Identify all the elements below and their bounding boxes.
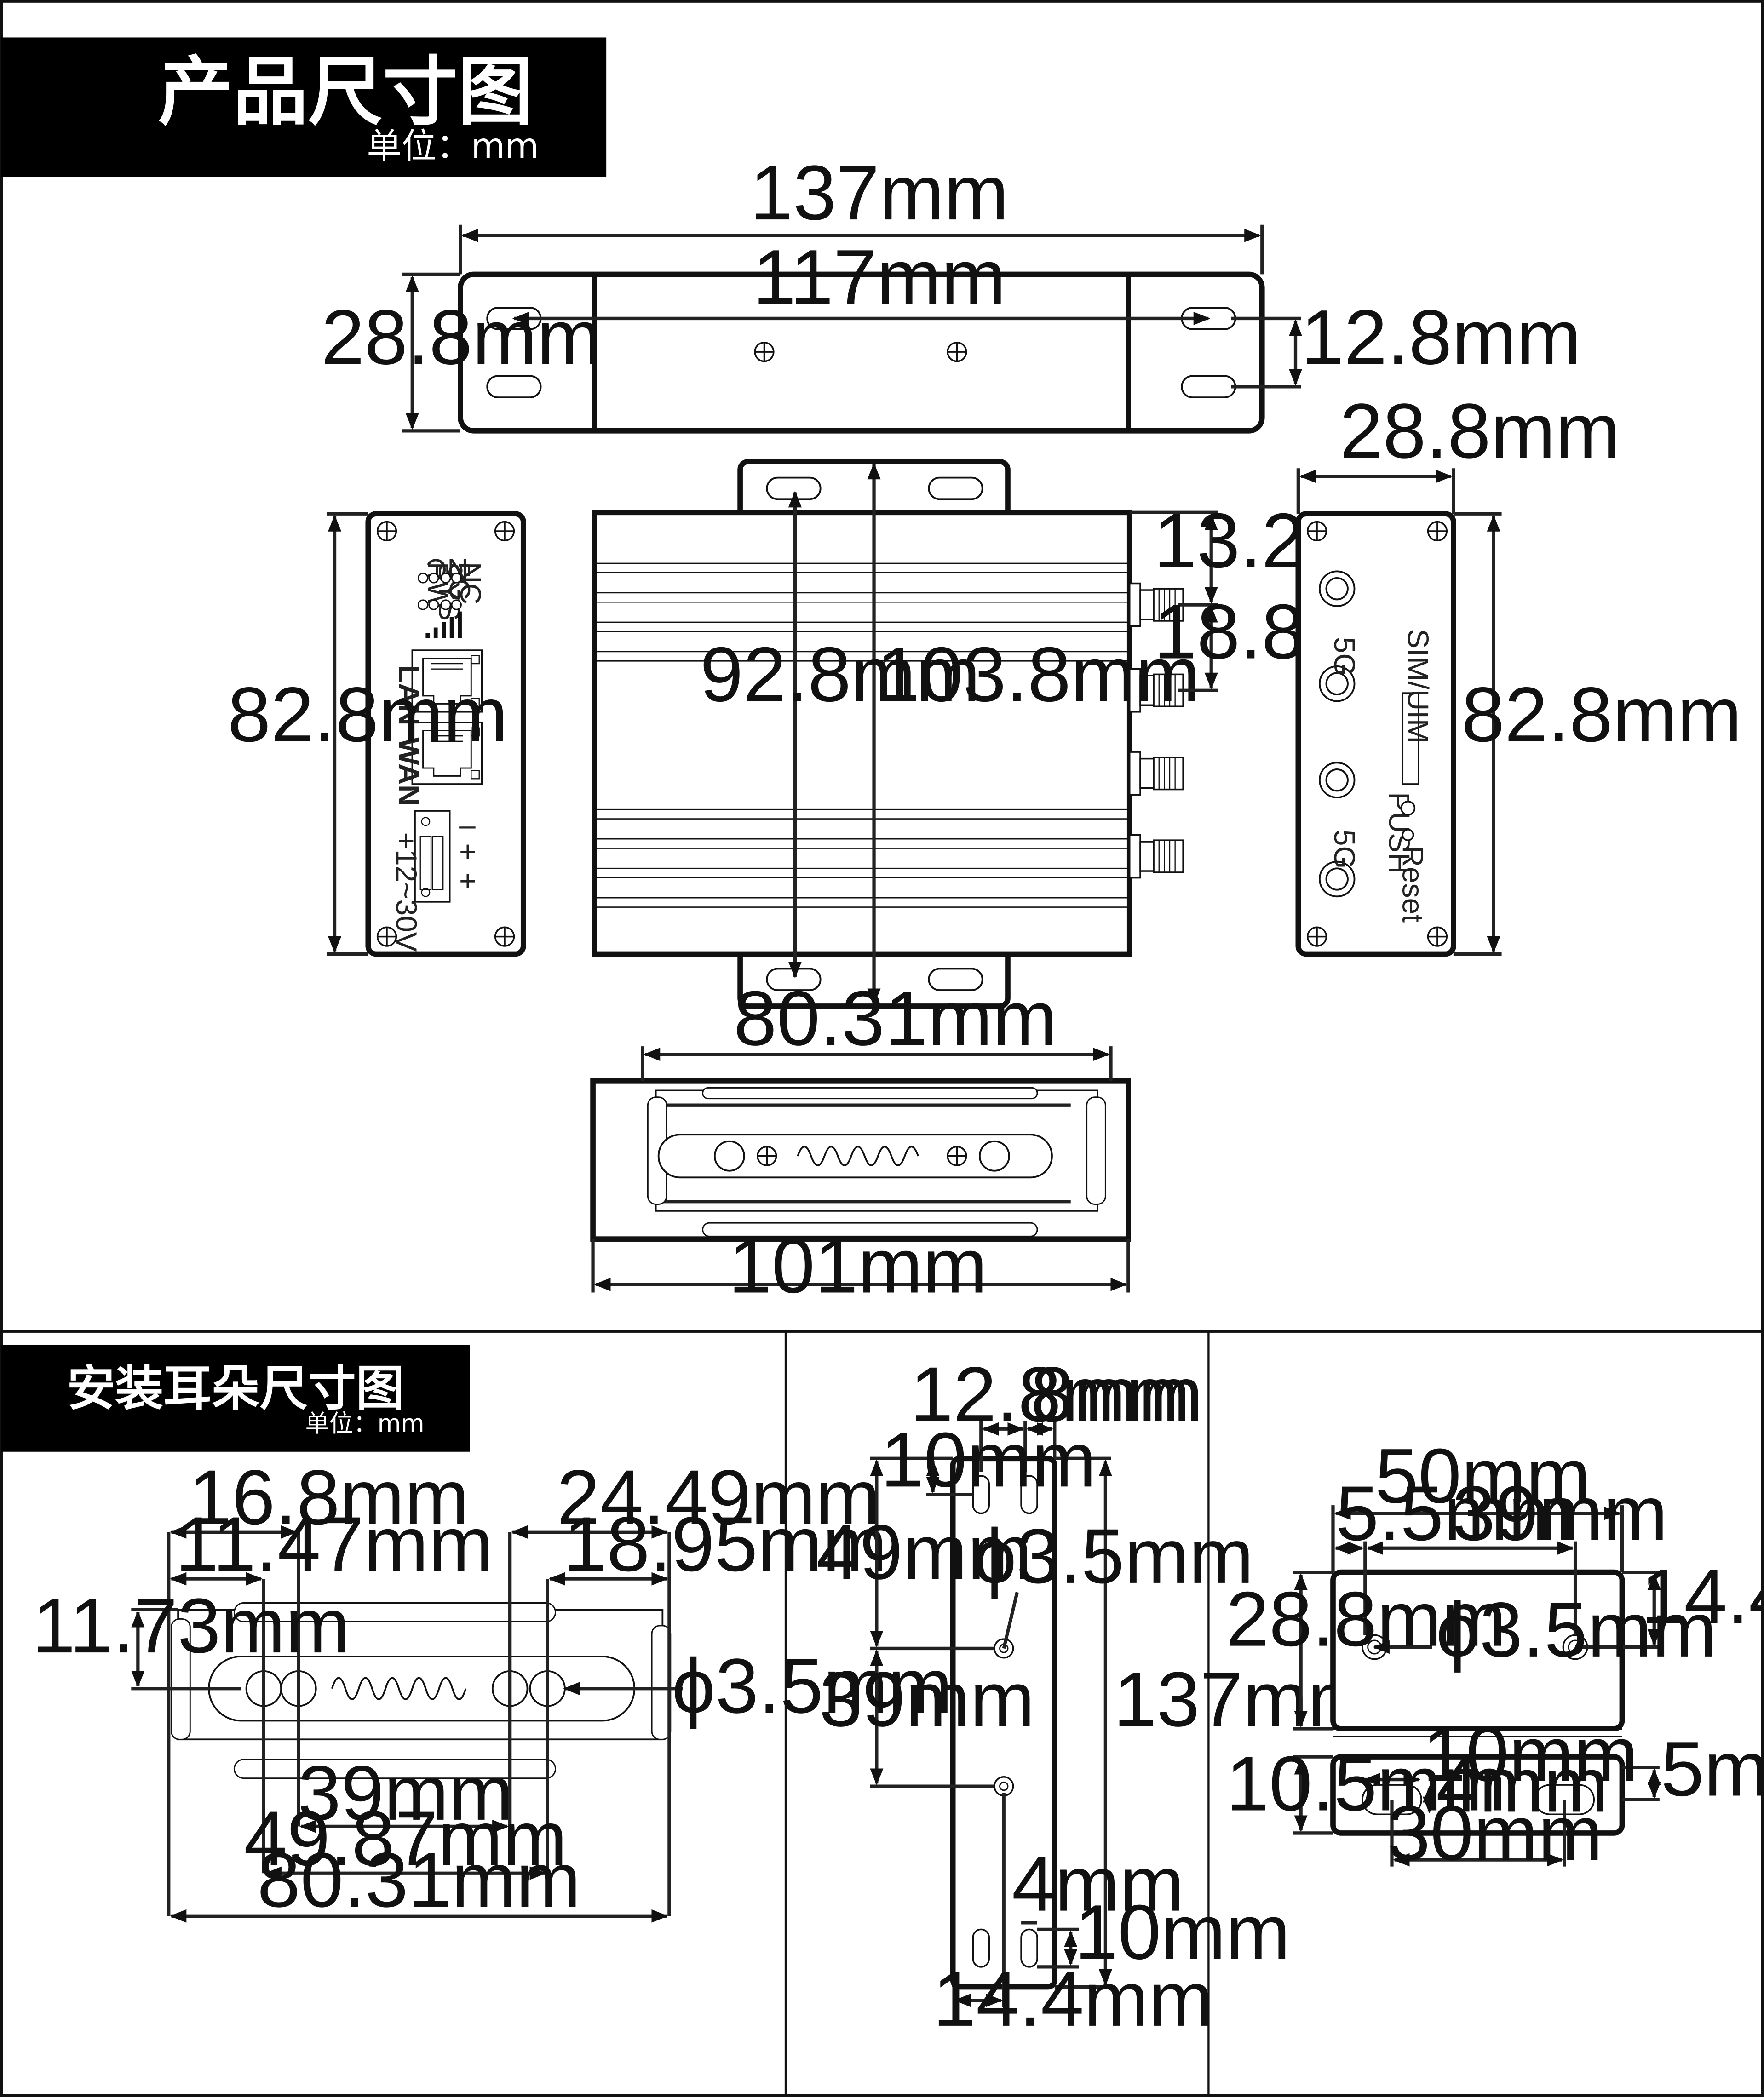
ant-label-5g: 5G — [1328, 637, 1361, 676]
ear-plate-view: 12.8mm 8mm 10mm 49mm ϕ3.5mm 39mm 137mm 4… — [816, 1351, 1373, 2042]
dim-hole-span: 117mm — [753, 233, 1006, 320]
dim-slot-pitch: 12.8mm — [1301, 293, 1581, 380]
dim-bracket-d6: 14.4mm — [1641, 1553, 1764, 1639]
dim-plate-d4: 49mm — [816, 1508, 1032, 1595]
spring-icon — [331, 1677, 467, 1700]
dim-plate-d2: 8mm — [1030, 1351, 1203, 1438]
sim-label: SIM/UIM — [1402, 629, 1435, 743]
section1-unit: 单位：mm — [367, 126, 539, 166]
reset-button-icon — [1402, 829, 1414, 841]
dim-inner-height: 92.8mm — [700, 631, 981, 718]
dim-rail-d9: 80.31mm — [257, 1836, 580, 1923]
back-panel: 5G 5G SIM/UIM PUSH Reset 28.8mm 82.8mm — [1295, 387, 1742, 957]
dim-width: 137mm — [750, 149, 1009, 236]
dim-rail-d2: 11.47mm — [175, 1501, 493, 1588]
dim-back-height: 82.8mm — [1461, 671, 1742, 758]
dim-total-width: 101mm — [729, 1222, 988, 1309]
screw-icon — [947, 342, 967, 362]
dim-plate-d5: ϕ3.5mm — [973, 1513, 1253, 1599]
dim-bracket-d5: ϕ3.5mm — [1436, 1586, 1717, 1673]
ear-bracket-view: 50mm 5.5mm 39mm 28.8mm ϕ3.5mm 14.4mm 10m… — [1226, 1432, 1764, 1876]
led-label-nc: NC — [454, 562, 487, 604]
antenna-connector-icon — [1129, 834, 1184, 879]
sim-slot-icon — [1402, 692, 1419, 785]
dim-bracket-d1: 50mm — [1375, 1432, 1591, 1519]
dim-rail-d7: 39mm — [298, 1749, 513, 1836]
top-view: 137mm 117mm 28.8mm 12.8mm — [321, 149, 1581, 434]
dim-bracket-d4: 28.8mm — [1226, 1576, 1506, 1662]
dim-bracket-d9: 4mm — [1436, 1741, 1609, 1828]
dim-rail-d6: ϕ3.5mm — [672, 1642, 953, 1729]
dim-rail-d1: 16.8mm — [189, 1454, 469, 1541]
dim-plate-d9: 10mm — [1074, 1888, 1290, 1975]
dim-rail-d3: 24.49mm — [557, 1454, 880, 1541]
wan-label: WAN — [392, 737, 425, 806]
dim-bracket-d7: 10mm — [1423, 1710, 1638, 1797]
dim-plate-d1: 12.8mm — [910, 1351, 1191, 1438]
ant-label-5g-2: 5G — [1328, 830, 1361, 869]
dim-plate-d8: 4mm — [1012, 1840, 1184, 1927]
bottom-view: 80.31mm 101mm — [590, 974, 1131, 1309]
dim-rail-d5: 11.73mm — [32, 1582, 350, 1669]
ear-rail-view: 16.8mm 11.47mm 24.49mm 18.95mm 11.73mm ϕ… — [32, 1454, 953, 1923]
section2-header — [1, 1344, 470, 1452]
screw-icon — [754, 342, 775, 362]
section2-title: 安装耳朵尺寸图 — [67, 1360, 404, 1416]
dim-outer-height: 103.8mm — [877, 631, 1200, 718]
dim-rail-width: 80.31mm — [734, 974, 1057, 1061]
dim-height: 28.8mm — [321, 293, 602, 380]
section2-unit: 单位：mm — [305, 1410, 425, 1438]
dim-bracket-d2: 5.5mm — [1336, 1470, 1573, 1557]
dim-bracket-d11: 30mm — [1387, 1789, 1603, 1876]
svg-text:–: – — [459, 808, 476, 841]
section1-header — [1, 37, 607, 177]
dim-plate-d10: 14.4mm — [933, 1955, 1213, 2042]
led-label-sys: SYS — [432, 562, 465, 621]
dim-bracket-d8: 10.5mm — [1226, 1740, 1506, 1827]
dim-plate-d3: 10mm — [881, 1416, 1097, 1503]
push-button-icon — [1400, 801, 1416, 816]
dim-plate-d6: 39mm — [819, 1656, 1035, 1743]
lan-label: LAN — [392, 665, 425, 726]
svg-text:+: + — [459, 865, 476, 898]
antenna-connector-icon — [1129, 751, 1184, 796]
svg-text:+: + — [459, 835, 476, 868]
power-label: +12~30V — [390, 832, 423, 952]
dim-rail-d4: 18.95mm — [563, 1501, 887, 1588]
dim-back-width: 28.8mm — [1340, 387, 1620, 474]
main-body: 92.8mm 103.8mm 13.2mm 18.8mm — [592, 459, 1434, 1009]
dim-rail-d8: 49.87mm — [244, 1795, 567, 1882]
section1-title: 产品尺寸图 — [158, 49, 533, 136]
front-panel: NC NC 5G SYS PW LAN WAN — [228, 511, 526, 957]
reset-label: Reset — [1396, 846, 1429, 923]
signal-bars-icon — [425, 611, 462, 638]
spring-icon — [797, 1146, 919, 1166]
section2-frame — [0, 1330, 1764, 2097]
dim-front-height: 82.8mm — [228, 671, 508, 758]
dim-bracket-d3: 39mm — [1452, 1470, 1668, 1557]
dim-bracket-d10: 5mm — [1661, 1725, 1764, 1812]
